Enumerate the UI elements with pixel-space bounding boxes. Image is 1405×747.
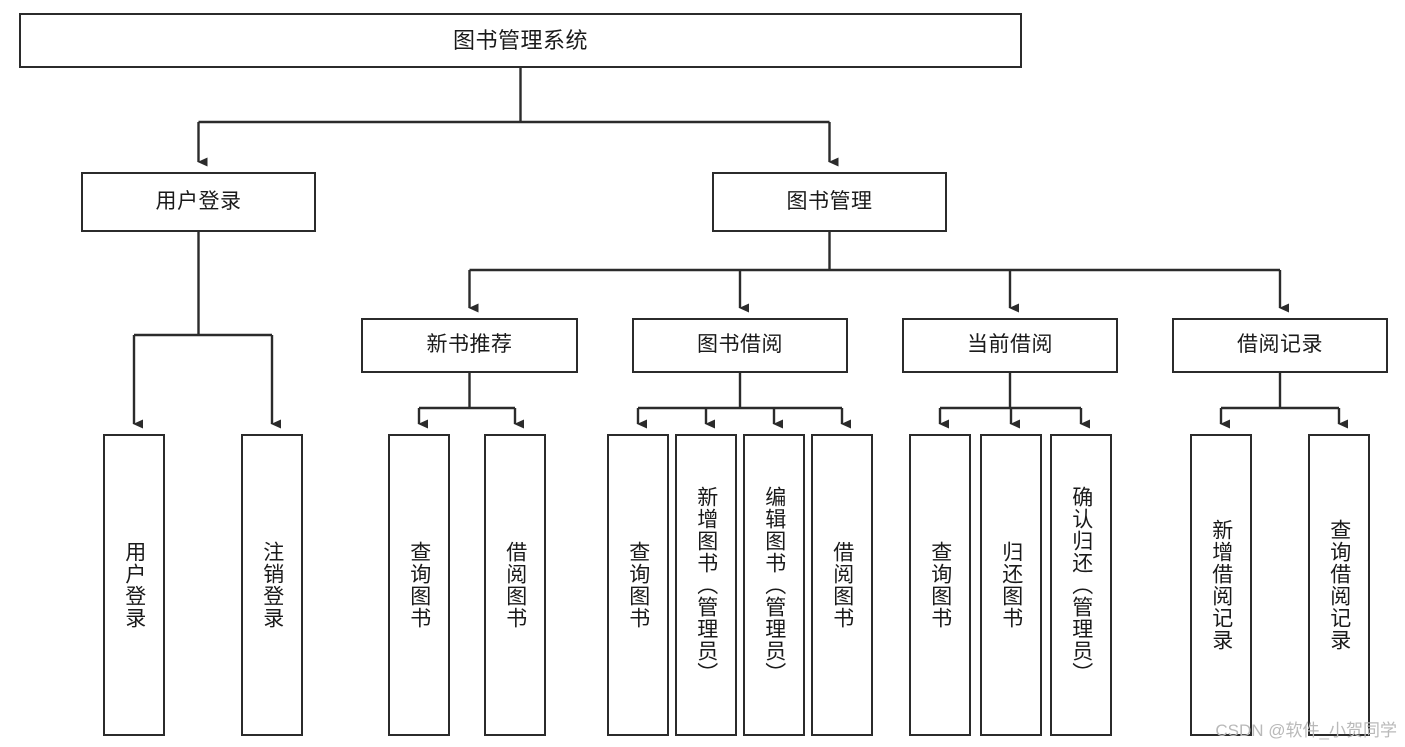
watermark: CSDN @软件_小贺同学 bbox=[1215, 721, 1397, 740]
node-c_query[interactable]: 查询图书 bbox=[909, 434, 971, 736]
node-label: 确认归还（管理员） bbox=[1069, 486, 1093, 684]
node-label: 图书借阅 bbox=[697, 333, 783, 357]
node-label: 当前借阅 bbox=[967, 333, 1053, 357]
node-n_query[interactable]: 查询图书 bbox=[388, 434, 450, 736]
node-b_edit[interactable]: 编辑图书（管理员） bbox=[743, 434, 805, 736]
node-bookmgmt[interactable]: 图书管理 bbox=[712, 172, 947, 232]
node-c_confirm[interactable]: 确认归还（管理员） bbox=[1050, 434, 1112, 736]
node-label: 查询图书 bbox=[626, 541, 650, 629]
node-label: 新书推荐 bbox=[426, 333, 513, 357]
node-label: 用户登录 bbox=[155, 189, 242, 213]
node-l_userlogin[interactable]: 用户登录 bbox=[103, 434, 165, 736]
node-label: 新增图书（管理员） bbox=[694, 486, 718, 684]
node-label: 图书管理系统 bbox=[452, 27, 588, 53]
node-label: 查询图书 bbox=[407, 541, 431, 629]
node-n_borrow[interactable]: 借阅图书 bbox=[484, 434, 546, 736]
node-label: 借阅图书 bbox=[830, 541, 854, 629]
node-label: 注销登录 bbox=[260, 541, 284, 629]
node-b_add[interactable]: 新增图书（管理员） bbox=[675, 434, 737, 736]
node-b_query[interactable]: 查询图书 bbox=[607, 434, 669, 736]
node-login[interactable]: 用户登录 bbox=[81, 172, 316, 232]
node-root[interactable]: 图书管理系统 bbox=[19, 13, 1022, 68]
node-l_logout[interactable]: 注销登录 bbox=[241, 434, 303, 736]
node-label: 图书管理 bbox=[786, 189, 873, 213]
node-current[interactable]: 当前借阅 bbox=[902, 318, 1118, 373]
node-label: 新增借阅记录 bbox=[1209, 519, 1233, 651]
node-records[interactable]: 借阅记录 bbox=[1172, 318, 1388, 373]
node-c_return[interactable]: 归还图书 bbox=[980, 434, 1042, 736]
node-b_borrow[interactable]: 借阅图书 bbox=[811, 434, 873, 736]
node-label: 查询图书 bbox=[928, 541, 952, 629]
node-label: 查询借阅记录 bbox=[1327, 519, 1351, 651]
node-label: 借阅记录 bbox=[1237, 333, 1323, 357]
node-r_query[interactable]: 查询借阅记录 bbox=[1308, 434, 1370, 736]
node-borrow[interactable]: 图书借阅 bbox=[632, 318, 848, 373]
node-label: 编辑图书（管理员） bbox=[762, 486, 786, 684]
node-r_add[interactable]: 新增借阅记录 bbox=[1190, 434, 1252, 736]
node-label: 归还图书 bbox=[999, 541, 1023, 629]
node-label: 借阅图书 bbox=[503, 541, 527, 629]
node-newbooks[interactable]: 新书推荐 bbox=[361, 318, 578, 373]
node-label: 用户登录 bbox=[122, 541, 146, 629]
